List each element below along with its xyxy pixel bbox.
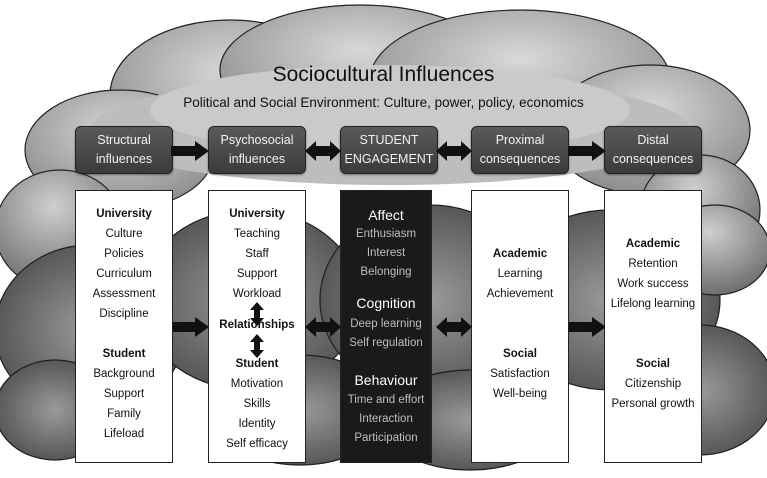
structural-student-heading: Student bbox=[102, 348, 146, 360]
header-line: Distal bbox=[637, 133, 669, 147]
list-item: Discipline bbox=[99, 308, 149, 320]
list-item: Learning bbox=[497, 268, 543, 280]
header-line: consequences bbox=[612, 152, 694, 166]
header-distal-consequences: Distal consequences bbox=[604, 126, 702, 174]
header-line: Proximal bbox=[495, 133, 545, 147]
list-item: Satisfaction bbox=[490, 368, 550, 380]
psychosocial-university-heading: University bbox=[229, 208, 285, 220]
list-item: Support bbox=[103, 388, 145, 400]
structural-influences-column: University Culture Policies Curriculum A… bbox=[75, 190, 173, 463]
proximal-social-heading: Social bbox=[503, 348, 537, 360]
student-engagement-column: Affect Enthusiasm Interest Belonging Cog… bbox=[340, 190, 432, 463]
list-item: Personal growth bbox=[611, 398, 695, 410]
list-item: Motivation bbox=[230, 378, 284, 390]
list-item: Retention bbox=[628, 258, 678, 270]
header-line: Psychosocial bbox=[220, 133, 294, 147]
header-structural-influences: Structural influences bbox=[75, 126, 173, 174]
list-item: Staff bbox=[245, 248, 269, 260]
list-item: Achievement bbox=[486, 288, 554, 300]
list-item: Background bbox=[93, 368, 155, 380]
list-item: Self efficacy bbox=[226, 438, 288, 450]
list-item: Work success bbox=[617, 278, 689, 290]
list-item: Teaching bbox=[233, 228, 281, 240]
header-line: influences bbox=[95, 152, 153, 166]
header-line: consequences bbox=[479, 152, 561, 166]
list-item: Enthusiasm bbox=[355, 228, 417, 240]
list-item: Belonging bbox=[360, 266, 412, 278]
list-item: Skills bbox=[243, 398, 271, 410]
diagram-subtitle: Political and Social Environment: Cultur… bbox=[183, 95, 584, 110]
affect-heading: Affect bbox=[368, 207, 404, 223]
list-item: Participation bbox=[354, 432, 418, 444]
behaviour-heading: Behaviour bbox=[354, 372, 418, 388]
list-item: Assessment bbox=[92, 288, 156, 300]
right-arrow-icon bbox=[568, 317, 606, 337]
structural-university-heading: University bbox=[96, 208, 152, 220]
proximal-consequences-column: Academic Learning Achievement Social Sat… bbox=[471, 190, 569, 463]
list-item: Workload bbox=[232, 288, 282, 300]
distal-social-heading: Social bbox=[636, 358, 670, 370]
right-arrow-icon bbox=[568, 141, 606, 161]
list-item: Identity bbox=[238, 418, 276, 430]
header-proximal-consequences: Proximal consequences bbox=[471, 126, 569, 174]
header-line: influences bbox=[228, 152, 286, 166]
header-line: ENGAGEMENT bbox=[344, 152, 434, 166]
header-line: STUDENT bbox=[359, 133, 419, 147]
double-arrow-icon bbox=[436, 141, 472, 161]
header-student-engagement: STUDENT ENGAGEMENT bbox=[340, 126, 438, 174]
list-item: Citizenship bbox=[624, 378, 682, 390]
double-arrow-icon bbox=[305, 141, 341, 161]
double-arrow-icon bbox=[436, 317, 472, 337]
list-item: Curriculum bbox=[96, 268, 152, 280]
right-arrow-icon bbox=[171, 317, 209, 337]
list-item: Self regulation bbox=[349, 337, 423, 349]
cognition-heading: Cognition bbox=[356, 295, 416, 311]
list-item: Time and effort bbox=[347, 394, 425, 406]
list-item: Family bbox=[107, 408, 141, 420]
list-item: Culture bbox=[105, 228, 143, 240]
list-item: Lifeload bbox=[103, 428, 145, 440]
distal-academic-heading: Academic bbox=[625, 238, 681, 250]
diagram-title: Sociocultural Influences bbox=[272, 63, 495, 86]
right-arrow-icon bbox=[171, 141, 209, 161]
list-item: Policies bbox=[104, 248, 144, 260]
double-arrow-icon bbox=[305, 317, 341, 337]
vertical-double-arrow-icon bbox=[250, 334, 264, 358]
list-item: Support bbox=[236, 268, 278, 280]
psychosocial-student-heading: Student bbox=[235, 358, 279, 370]
list-item: Interaction bbox=[359, 413, 413, 425]
relationships-label: Relationships bbox=[219, 319, 295, 331]
list-item: Deep learning bbox=[350, 318, 422, 330]
list-item: Well-being bbox=[492, 388, 548, 400]
proximal-academic-heading: Academic bbox=[492, 248, 548, 260]
distal-consequences-column: Academic Retention Work success Lifelong… bbox=[604, 190, 702, 463]
header-line: Structural bbox=[97, 133, 151, 147]
psychosocial-influences-column: University Teaching Staff Support Worklo… bbox=[208, 190, 306, 463]
vertical-double-arrow-icon bbox=[250, 302, 264, 326]
list-item: Lifelong learning bbox=[610, 298, 696, 310]
list-item: Interest bbox=[366, 247, 406, 259]
header-psychosocial-influences: Psychosocial influences bbox=[208, 126, 306, 174]
